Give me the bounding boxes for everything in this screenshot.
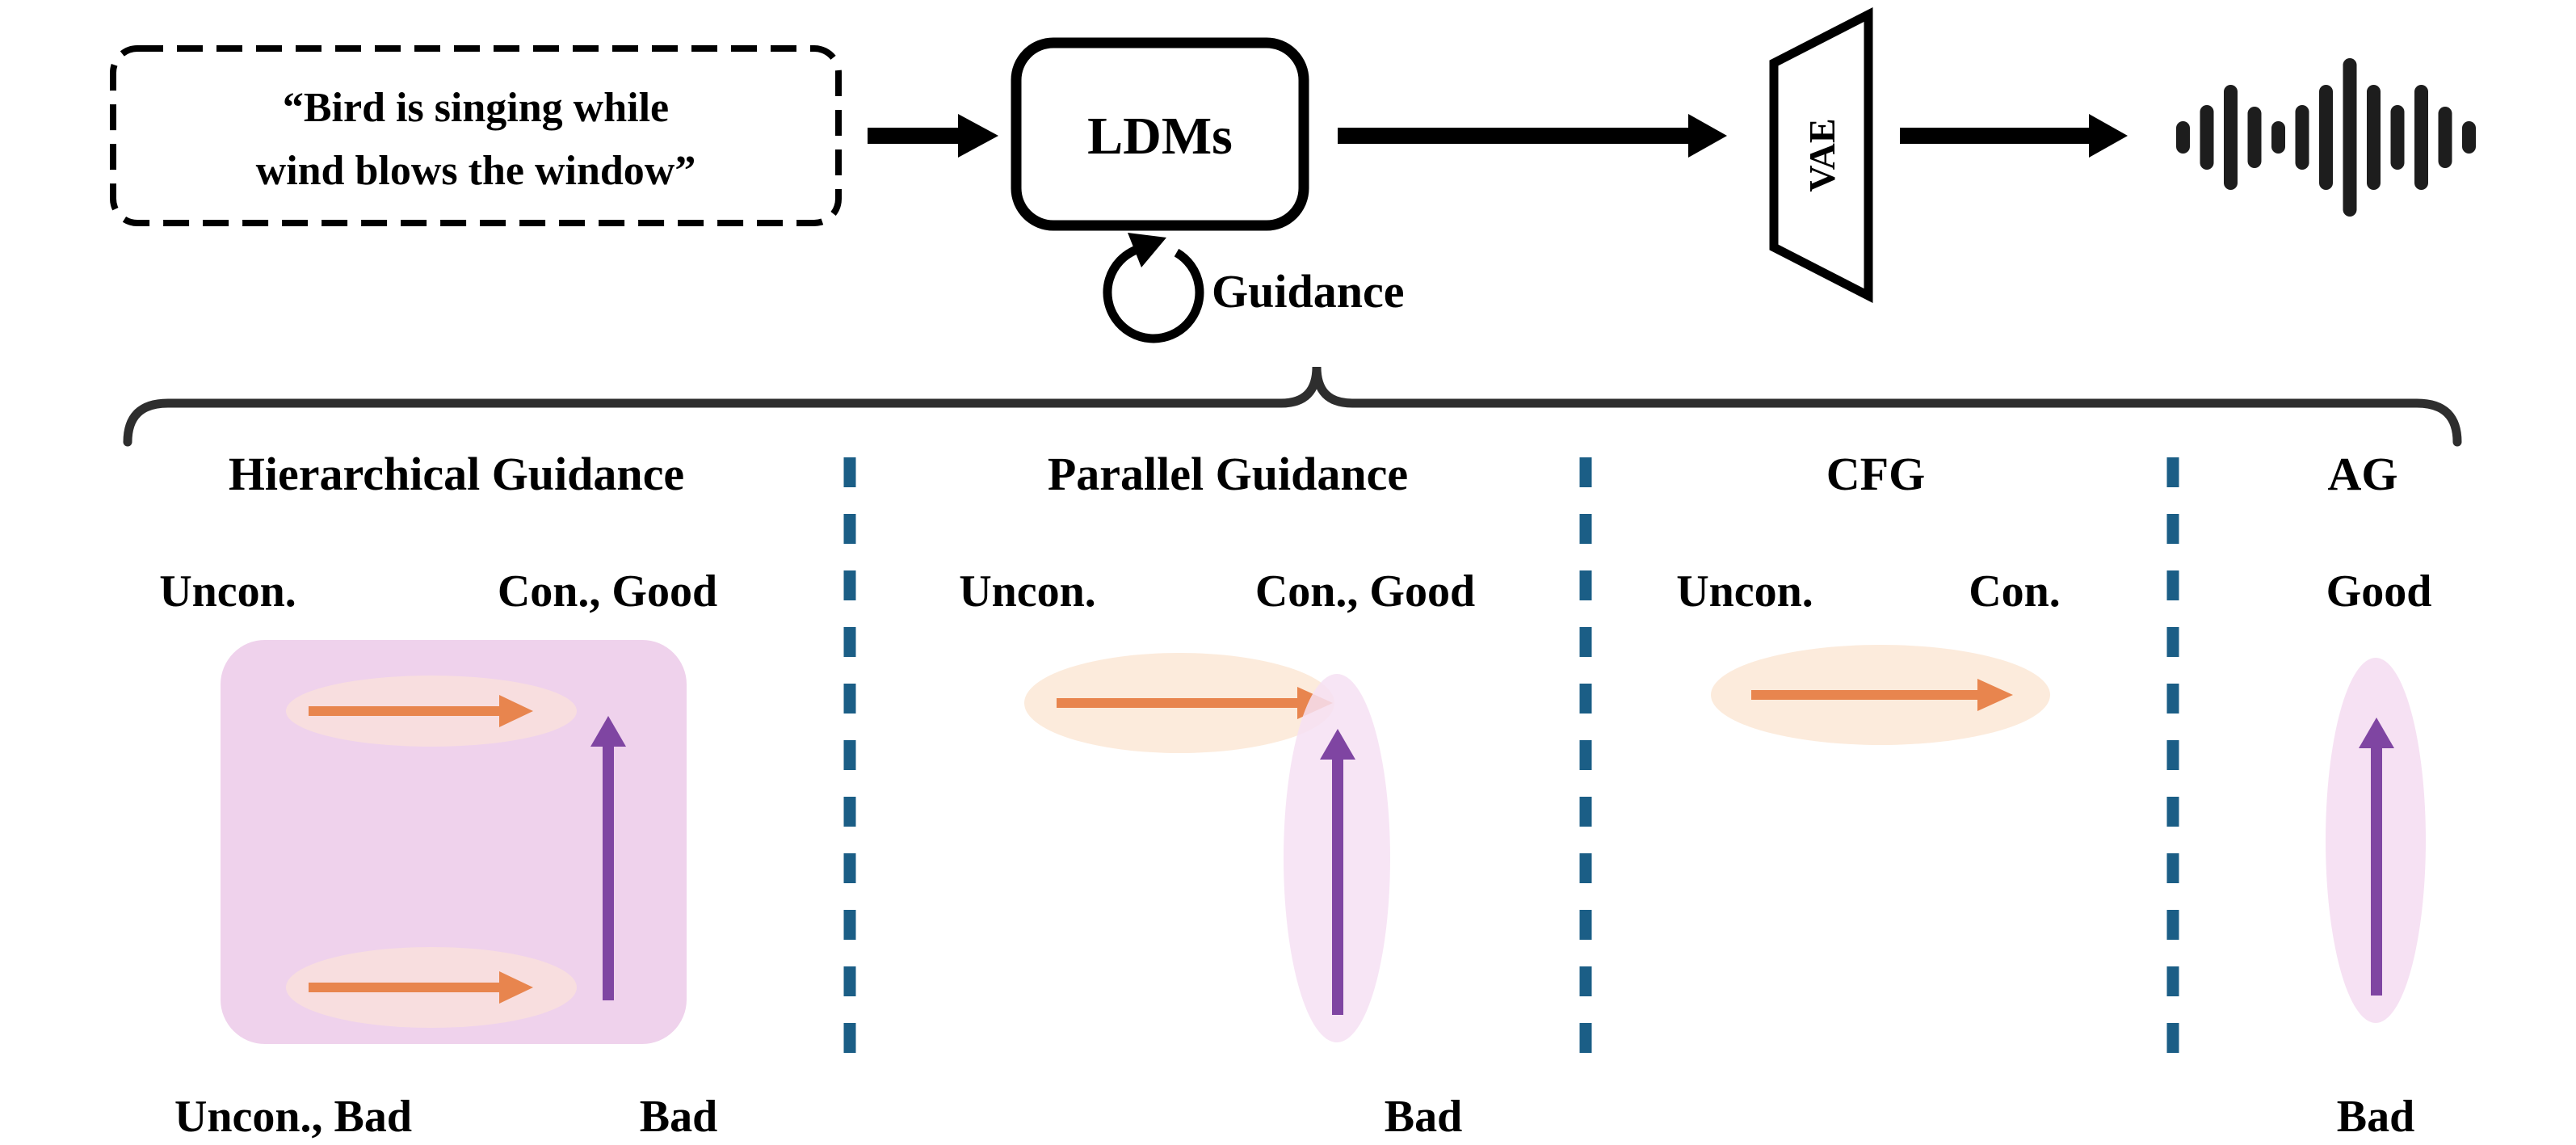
waveform-bar bbox=[2176, 121, 2190, 154]
panel-hierarchical-guidance: Hierarchical Guidance Uncon. Con., Good … bbox=[159, 448, 717, 1142]
waveform-bar bbox=[2319, 85, 2333, 190]
label-uncon-bad: Uncon., Bad bbox=[174, 1092, 412, 1142]
waveform-bar bbox=[2390, 105, 2405, 170]
joint-region-rect bbox=[221, 640, 687, 1044]
waveform-bar bbox=[2367, 85, 2381, 190]
loop-arrow-icon bbox=[1103, 233, 1204, 343]
orange-arrow-top bbox=[309, 695, 533, 727]
waveform-bar bbox=[2224, 85, 2238, 190]
ldm-box bbox=[1011, 37, 1309, 231]
purple-arrow-up bbox=[590, 716, 626, 1000]
ldm-label: LDMs bbox=[1087, 107, 1233, 166]
pipeline-row: “Bird is singing while wind blows the wi… bbox=[110, 6, 2476, 343]
label-bad: Bad bbox=[640, 1092, 718, 1142]
vae-label: VAE bbox=[1801, 118, 1843, 192]
waveform-bar bbox=[2414, 85, 2428, 190]
label-bad: Bad bbox=[2337, 1092, 2415, 1142]
label-uncon: Uncon. bbox=[959, 566, 1096, 617]
flow-arrow-2 bbox=[1338, 114, 1727, 158]
waveform-bar bbox=[2343, 58, 2357, 217]
label-uncon: Uncon. bbox=[159, 566, 296, 617]
waveform-bar bbox=[2200, 105, 2214, 170]
panel-cfg: CFG Uncon. Con. bbox=[1676, 448, 2061, 745]
label-con-good: Con., Good bbox=[1255, 566, 1475, 617]
panel-title: Hierarchical Guidance bbox=[229, 448, 684, 500]
panel-title: CFG bbox=[1826, 448, 1925, 500]
label-con: Con. bbox=[1969, 566, 2061, 617]
panel-parallel-guidance: Parallel Guidance Uncon. Con., Good Bad bbox=[959, 448, 1475, 1142]
label-bad: Bad bbox=[1385, 1092, 1463, 1142]
waveform-bar bbox=[2295, 105, 2309, 170]
orange-arrow bbox=[1057, 687, 1333, 719]
label-good: Good bbox=[2326, 566, 2432, 617]
prompt-line-1: “Bird is singing while bbox=[283, 85, 669, 131]
prompt-box bbox=[110, 45, 842, 226]
orange-arrow bbox=[1751, 679, 2013, 711]
orange-arrow-bottom bbox=[309, 971, 533, 1004]
waveform-bar bbox=[2247, 107, 2262, 168]
curly-brace bbox=[123, 366, 2462, 447]
panel-title: Parallel Guidance bbox=[1048, 448, 1408, 500]
loop-arc bbox=[1103, 246, 1204, 343]
prompt-line-2: wind blows the window” bbox=[256, 148, 696, 194]
label-con-good: Con., Good bbox=[498, 566, 717, 617]
purple-arrow-up bbox=[1320, 729, 1355, 1015]
label-uncon: Uncon. bbox=[1676, 566, 1813, 617]
waveform-bar bbox=[2271, 121, 2285, 154]
vae-trapezoid bbox=[1769, 6, 1873, 304]
flow-arrow-1 bbox=[868, 114, 998, 158]
purple-arrow-up bbox=[2359, 718, 2394, 996]
waveform-bar bbox=[2438, 107, 2452, 168]
waveform-bar bbox=[2462, 121, 2476, 154]
panel-ag: AG Good Bad bbox=[2326, 448, 2431, 1142]
waveform-icon bbox=[2176, 58, 2476, 217]
guidance-label: Guidance bbox=[1212, 265, 1405, 318]
panel-title: AG bbox=[2328, 448, 2398, 500]
loop-arrowhead bbox=[1128, 233, 1166, 267]
flow-arrow-3 bbox=[1900, 114, 2128, 158]
